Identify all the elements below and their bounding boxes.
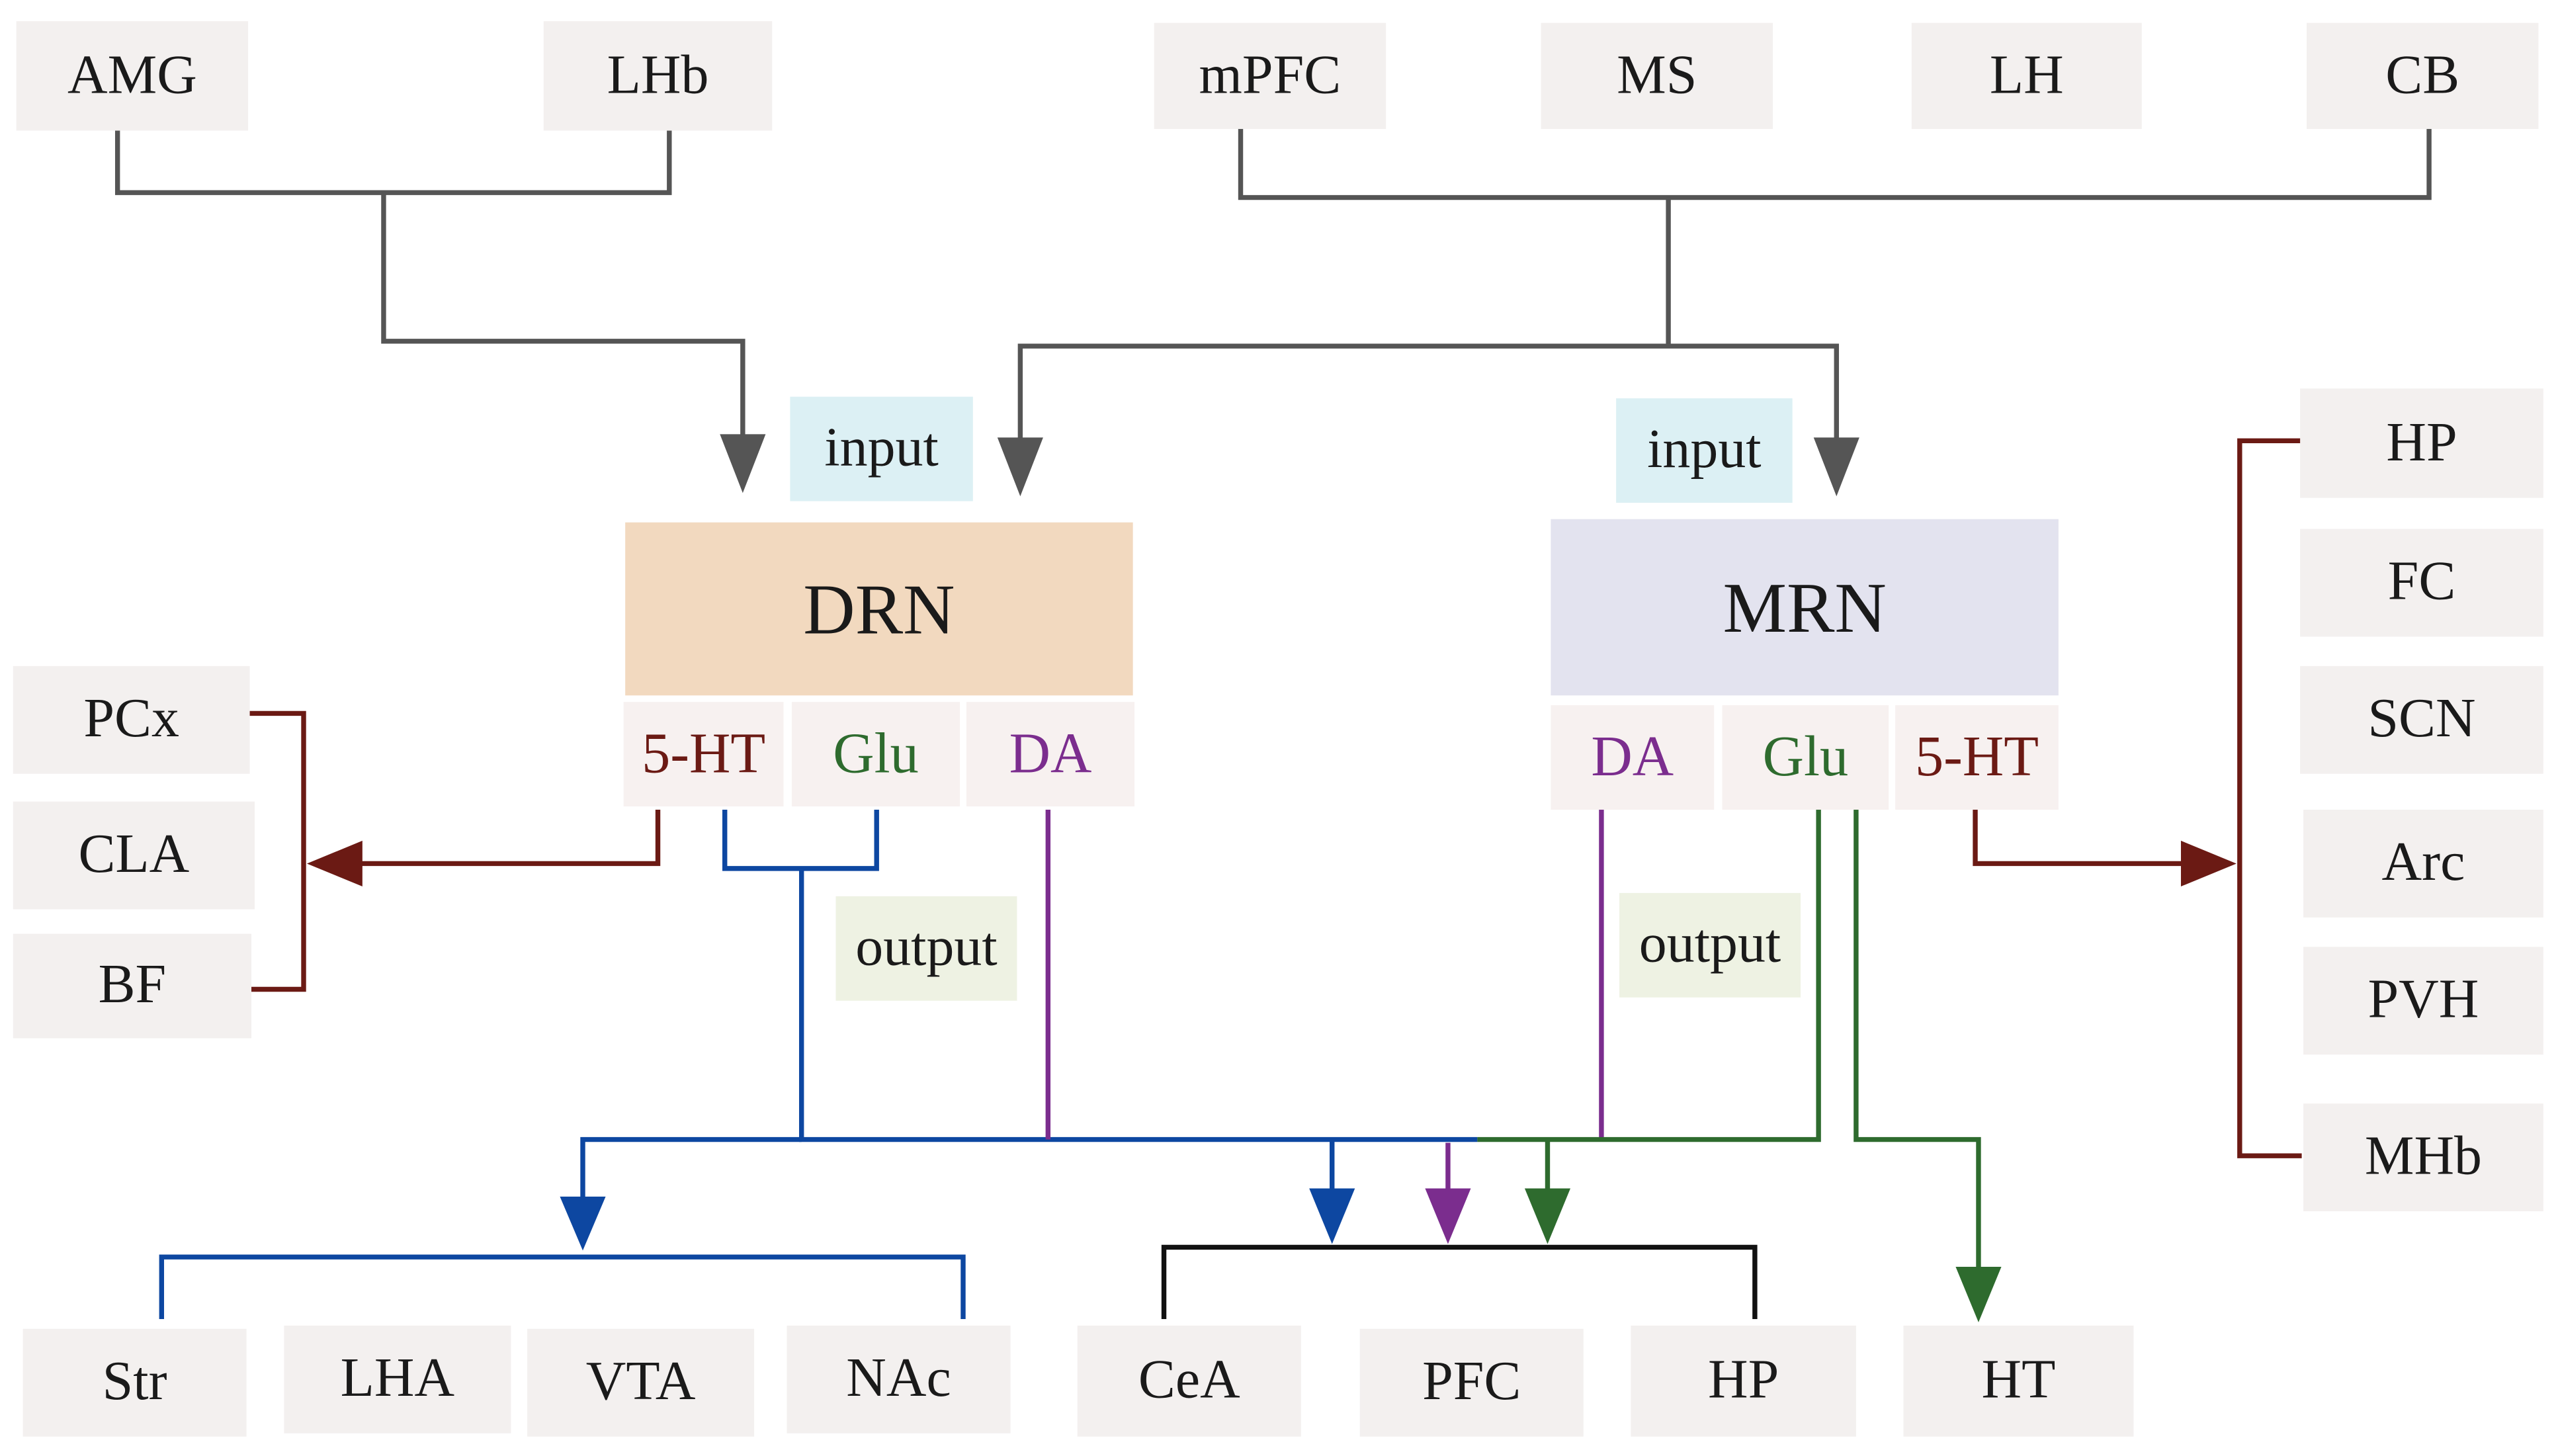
- output-label-mrn: output: [1619, 892, 1801, 998]
- arrow-to-ht: [1955, 1267, 2002, 1322]
- drn-subtype-da: DA: [966, 702, 1135, 807]
- arrow-to-pcx-cla-bf: [306, 840, 362, 887]
- target-region-mhb: MHb: [2303, 1103, 2543, 1212]
- input-region-lhb: LHb: [543, 21, 773, 131]
- drn-subtype-5ht: 5-HT: [623, 702, 784, 807]
- target-region-scn: SCN: [2300, 665, 2543, 774]
- input-region-cb: CB: [2307, 22, 2539, 129]
- target-region-hp-right: HP: [2300, 388, 2543, 498]
- target-region-pcx: PCx: [13, 665, 250, 774]
- mrn-subtype-5ht: 5-HT: [1895, 705, 2059, 810]
- target-region-pvh: PVH: [2303, 947, 2543, 1055]
- mrn-nucleus: MRN: [1551, 519, 2059, 696]
- mrn-subtype-glu: Glu: [1722, 705, 1889, 810]
- target-region-cea: CeA: [1077, 1325, 1301, 1437]
- input-connectors: [114, 127, 2432, 441]
- target-region-cla: CLA: [13, 801, 255, 910]
- input-arrowheads: [720, 434, 1859, 497]
- mrn-subtype-da: DA: [1551, 705, 1715, 810]
- mrn-5ht-connectors: [1973, 438, 2302, 1158]
- target-region-pfc: PFC: [1359, 1328, 1584, 1437]
- target-region-str: Str: [22, 1328, 247, 1437]
- arrow-to-cea-group-green: [1524, 1188, 1571, 1244]
- arrow-to-mrn: [1813, 437, 1859, 497]
- cea-group-bracket: [1161, 1244, 1758, 1319]
- target-region-hp-bottom: HP: [1631, 1325, 1856, 1437]
- target-region-ht: HT: [1903, 1325, 2134, 1437]
- arrow-to-cea-group-blue: [1309, 1188, 1355, 1244]
- input-region-lh: LH: [1911, 22, 2142, 129]
- input-region-amg: AMG: [16, 21, 249, 131]
- arrow-to-str-group: [560, 1196, 606, 1251]
- target-region-arc: Arc: [2303, 810, 2543, 918]
- drn-subtype-glu: Glu: [791, 702, 960, 807]
- input-region-ms: MS: [1541, 22, 1773, 129]
- target-region-vta: VTA: [527, 1328, 755, 1437]
- target-region-fc: FC: [2300, 529, 2543, 637]
- target-region-bf: BF: [13, 933, 252, 1039]
- drn-nucleus: DRN: [625, 522, 1133, 696]
- input-label-mrn: input: [1616, 398, 1793, 503]
- output-label-drn: output: [835, 896, 1017, 1001]
- arrow-to-drn-right: [997, 437, 1043, 497]
- arrow-to-drn-left: [720, 434, 766, 493]
- drn-5ht-connectors: [248, 710, 661, 992]
- da-connectors: [1045, 810, 1604, 1195]
- arrow-to-cea-group-purple: [1425, 1188, 1471, 1244]
- mrn-glu-connectors: [1477, 810, 1981, 1270]
- drn-blue-connectors: [159, 810, 1478, 1319]
- target-region-nac: NAc: [787, 1325, 1011, 1434]
- input-region-mpfc: mPFC: [1154, 22, 1386, 129]
- arrow-to-hp-mhb: [2180, 840, 2237, 887]
- target-region-lha: LHA: [284, 1325, 511, 1434]
- input-label-drn: input: [790, 396, 973, 501]
